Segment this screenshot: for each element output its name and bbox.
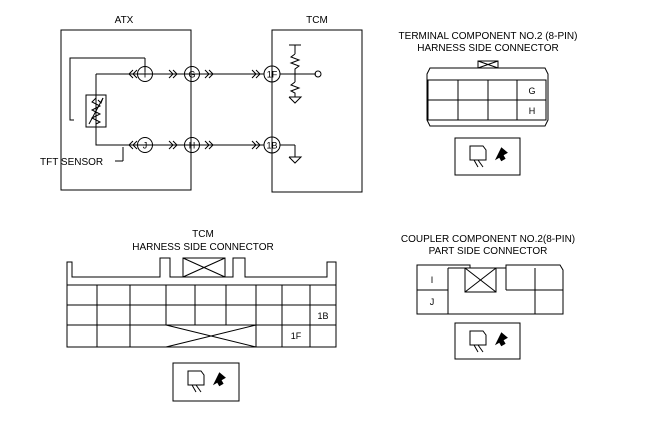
svg-text:1B: 1B: [266, 141, 277, 151]
sensor-outline-inner: [95, 76, 123, 146]
coupler-connector-blank-slot: [464, 267, 497, 293]
svg-text:G: G: [188, 70, 195, 80]
coupler-connector-view: COUPLER COMPONENT NO.2(8-PIN) PART SIDE …: [401, 234, 575, 360]
connector-chevrons-bottom: [128, 140, 261, 150]
svg-text:1F: 1F: [267, 70, 278, 80]
tcm-connector-title-2: HARNESS SIDE CONNECTOR: [132, 242, 274, 253]
terminal-connector-title-2: HARNESS SIDE CONNECTOR: [417, 43, 559, 54]
pin-g: G: [184, 66, 200, 82]
terminal-connector-view: TERMINAL COMPONENT NO.2 (8-PIN) HARNESS …: [399, 31, 578, 176]
atx-box: [60, 29, 192, 191]
tcm-pin-1b: 1B: [317, 311, 328, 321]
connector-orientation-icon: [454, 322, 521, 360]
tcm-internal-pullup: [280, 44, 322, 104]
sensor-outline-left: [69, 75, 74, 121]
connector-orientation-icon: [172, 362, 240, 402]
tcm-internal-ground: [280, 144, 303, 164]
coupler-connector-housing: [416, 264, 564, 315]
tcm-connector-title-1: TCM: [192, 229, 214, 240]
pin-h: H: [184, 137, 200, 153]
pin-j: J: [137, 137, 153, 153]
tft-sensor-label: TFT SENSOR: [40, 157, 103, 168]
terminal-pin-h: H: [529, 106, 536, 116]
svg-text:J: J: [143, 141, 148, 151]
coupler-connector-title-2: PART SIDE CONNECTOR: [429, 246, 548, 257]
thermistor-symbol: [85, 74, 107, 145]
svg-text:I: I: [144, 70, 147, 80]
terminal-connector-title-1: TERMINAL COMPONENT NO.2 (8-PIN): [399, 31, 578, 42]
pin-i: I: [137, 66, 153, 82]
connector-orientation-icon: [454, 137, 521, 176]
connector-chevrons-top: [128, 69, 261, 79]
coupler-connector-title-1: COUPLER COMPONENT NO.2(8-PIN): [401, 234, 575, 245]
tcm-connector-cell-dividers: [96, 285, 311, 347]
svg-text:H: H: [189, 141, 196, 151]
sensor-outline-top: [69, 57, 86, 75]
tcm-box: [271, 29, 363, 193]
coupler-pin-i: I: [431, 275, 434, 285]
terminal-pin-g: G: [528, 86, 535, 96]
tcm-connector-view: TCM HARNESS SIDE CONNECTOR 1B 1F: [66, 229, 337, 402]
tcm-pin-1f: 1F: [291, 331, 302, 341]
schematic: ATX TCM TFT SENSOR: [40, 15, 363, 193]
coupler-pin-j: J: [430, 297, 435, 307]
terminal-connector-lock-tab: [477, 60, 499, 69]
atx-label: ATX: [115, 15, 134, 26]
tcm-label: TCM: [306, 15, 328, 26]
terminal-connector-housing: [426, 67, 549, 127]
